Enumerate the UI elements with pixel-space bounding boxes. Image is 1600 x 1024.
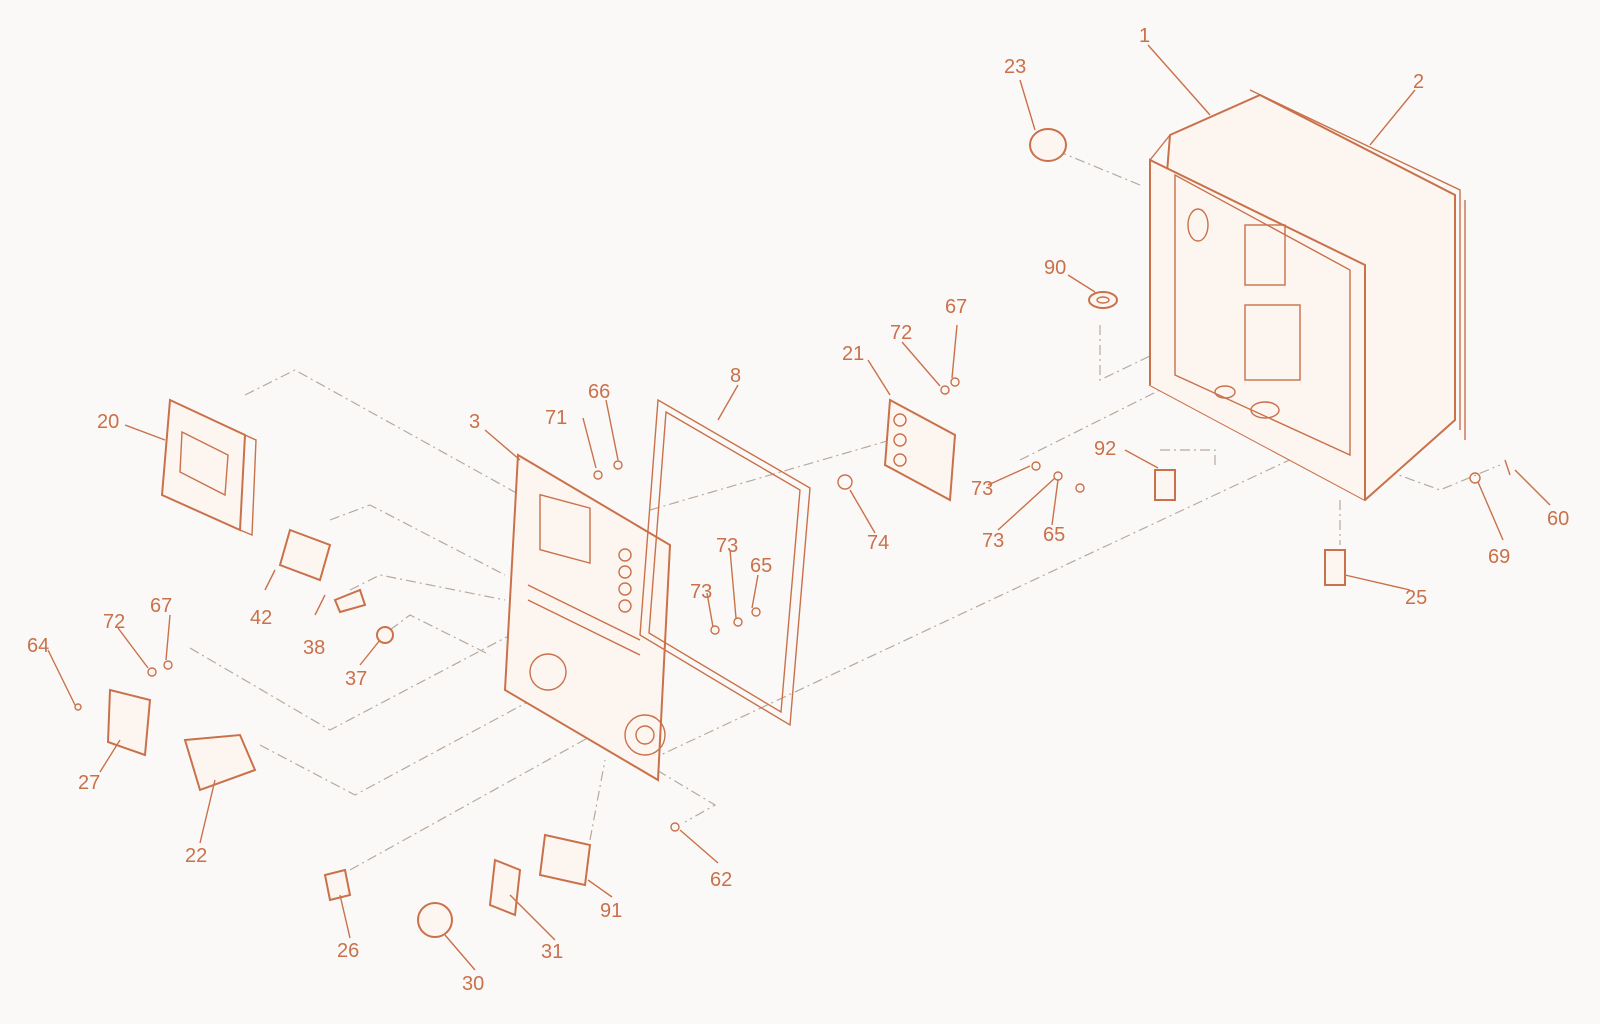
callout-69: 69	[1488, 546, 1510, 568]
callout-90: 90	[1044, 257, 1066, 279]
display-part	[160, 398, 257, 537]
callout-60: 60	[1547, 508, 1569, 530]
callout-91: 91	[600, 900, 622, 922]
callout-3: 3	[469, 411, 480, 433]
callout-67-right: 67	[945, 296, 967, 318]
callout-22: 22	[185, 845, 207, 867]
callout-23: 23	[1004, 56, 1026, 78]
callout-73-right-a: 73	[971, 478, 993, 500]
callout-8: 8	[730, 365, 741, 387]
callout-25: 25	[1405, 587, 1427, 609]
enclosure-part	[1148, 89, 1466, 502]
callout-65-center: 65	[750, 555, 772, 577]
callout-73-center-left: 73	[690, 581, 712, 603]
callout-73-right-b: 73	[982, 530, 1004, 552]
callout-38: 38	[303, 637, 325, 659]
callout-20: 20	[97, 411, 119, 433]
callout-31: 31	[541, 941, 563, 963]
callout-27: 27	[78, 772, 100, 794]
callout-62: 62	[710, 869, 732, 891]
leader-lines	[47, 44, 1551, 971]
callout-74: 74	[867, 532, 889, 554]
callout-labels: 1 2 3 8 20 21 22 23 25 26 27 30 31 37 38…	[27, 25, 1569, 995]
callout-21: 21	[842, 343, 864, 365]
callout-26: 26	[337, 940, 359, 962]
callout-71: 71	[545, 407, 567, 429]
small-parts	[74, 128, 1511, 938]
callout-65-right: 65	[1043, 524, 1065, 546]
callout-67-left: 67	[150, 595, 172, 617]
callout-73-center-top: 73	[716, 535, 738, 557]
gasket-part	[639, 398, 811, 727]
callout-42: 42	[250, 607, 272, 629]
front-panel-part	[503, 453, 672, 782]
callout-72-right: 72	[890, 322, 912, 344]
callout-66: 66	[588, 381, 610, 403]
callout-30: 30	[462, 973, 484, 995]
callout-92: 92	[1094, 438, 1116, 460]
callout-64: 64	[27, 635, 49, 657]
switch-module-part	[883, 398, 957, 502]
callout-2: 2	[1413, 71, 1424, 93]
callout-72-left: 72	[103, 611, 125, 633]
callout-37: 37	[345, 668, 367, 690]
callout-1: 1	[1139, 25, 1150, 47]
